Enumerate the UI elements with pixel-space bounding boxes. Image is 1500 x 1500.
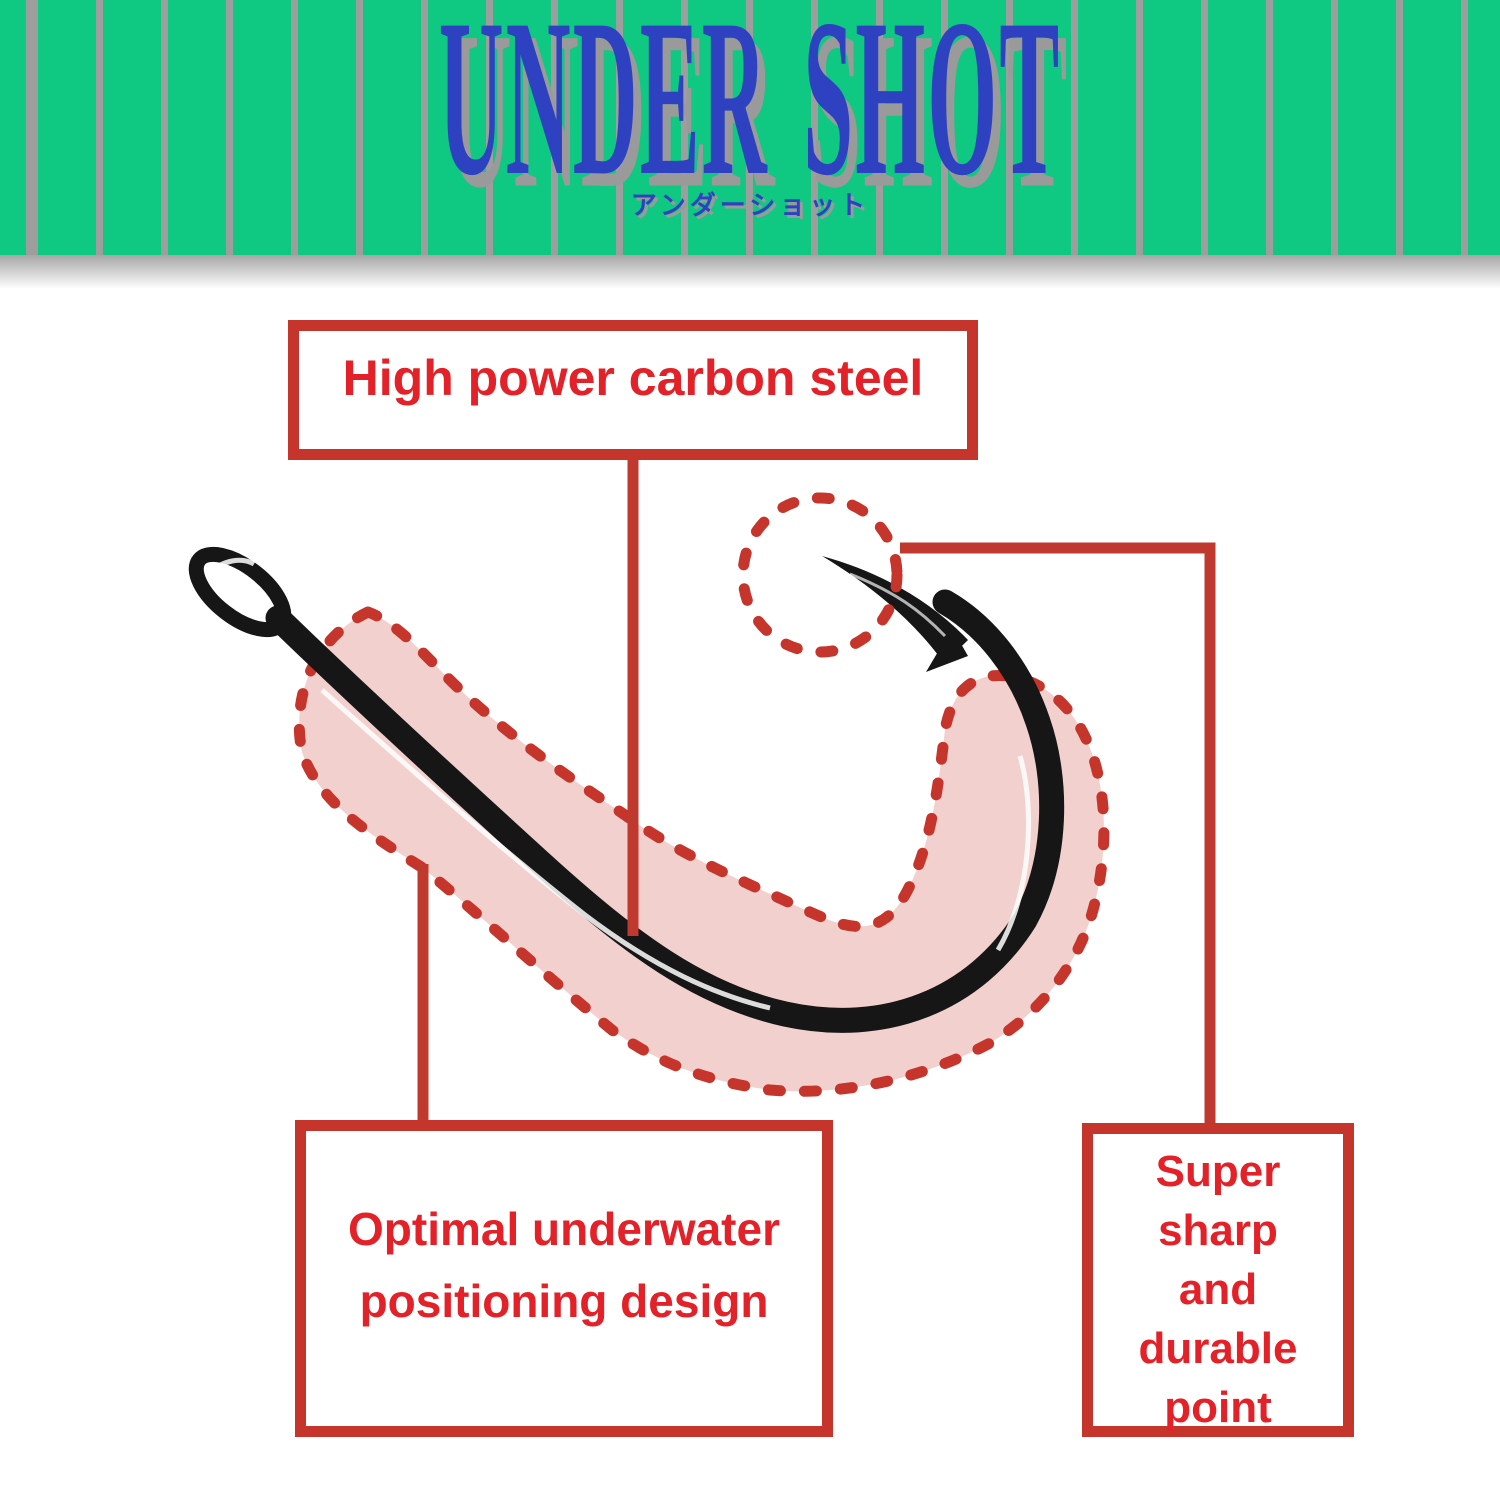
hook-barb	[926, 628, 968, 672]
callout-label-sharp-line3: and	[1178, 1265, 1258, 1314]
callout-label-sharp-line5: point	[1164, 1383, 1272, 1432]
callout-label-positioning-line2: positioning design	[359, 1275, 769, 1327]
callout-box-positioning-design: Optimal underwater positioning design	[295, 1120, 833, 1437]
hook-point	[822, 556, 968, 658]
underwater-position-zone	[293, 606, 1110, 1097]
bend-highlight	[995, 755, 1032, 952]
hook-point-dotted-circle	[737, 492, 903, 658]
hook-shank	[265, 589, 1065, 1033]
connector-bottom-right-callout	[900, 542, 1216, 1130]
callout-label-sharp-line1: Super	[1155, 1147, 1281, 1196]
callout-label-sharp-line4: durable	[1138, 1324, 1298, 1373]
callout-label-positioning-line1: Optimal underwater	[348, 1203, 780, 1255]
shank-highlight	[320, 688, 771, 1011]
callout-box-carbon-steel: High power carbon steel	[288, 320, 978, 460]
point-highlight	[849, 572, 947, 638]
callout-label-sharp-line2: sharp	[1158, 1206, 1278, 1255]
page-subtitle-japanese: アンダーショット	[630, 191, 870, 221]
header-shadow	[0, 255, 1500, 289]
header-banner: UNDER SHOT アンダーショット	[0, 0, 1500, 255]
callout-label-carbon-steel: High power carbon steel	[342, 350, 924, 406]
eye-highlight	[208, 557, 256, 574]
page-title: UNDER SHOT	[438, 0, 1062, 223]
hook	[188, 546, 1065, 1033]
callout-box-sharp-point: Super sharp and durable point	[1082, 1123, 1354, 1437]
